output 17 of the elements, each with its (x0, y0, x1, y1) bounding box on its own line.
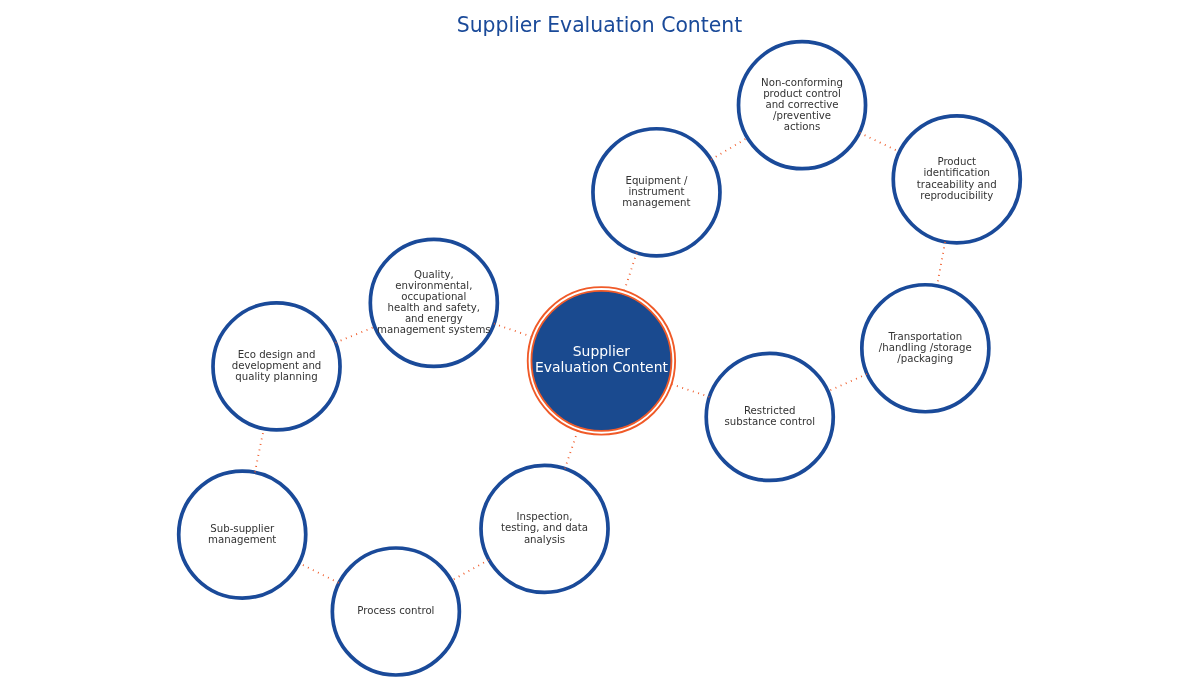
connector (334, 325, 376, 344)
node-circle: Inspection, testing, and data analysis (478, 463, 610, 595)
node-circle: Transportation /handling /storage /packaging (859, 282, 991, 414)
connector (622, 251, 638, 292)
node-circle: Eco design and development and quality planning (210, 301, 342, 432)
node-circle: Process control (330, 546, 461, 677)
node-circle: Non-conforming product control and corrective /preventive actions (736, 39, 867, 171)
diagram-title: Supplier Evaluation Content (456, 13, 742, 38)
node-circle: Equipment / instrument management (590, 126, 722, 258)
connector (492, 322, 532, 338)
node-circle: Sub-supplier management (176, 469, 308, 600)
connector (709, 136, 748, 161)
node-circle: Quality, environmental, occupational health and safety, and energy management systems (367, 237, 499, 369)
node-circle: Restricted substance control (703, 351, 835, 483)
connector (563, 429, 579, 470)
connector (450, 558, 490, 582)
node-circle: Product identification traceability and reproducibility (890, 113, 1022, 245)
